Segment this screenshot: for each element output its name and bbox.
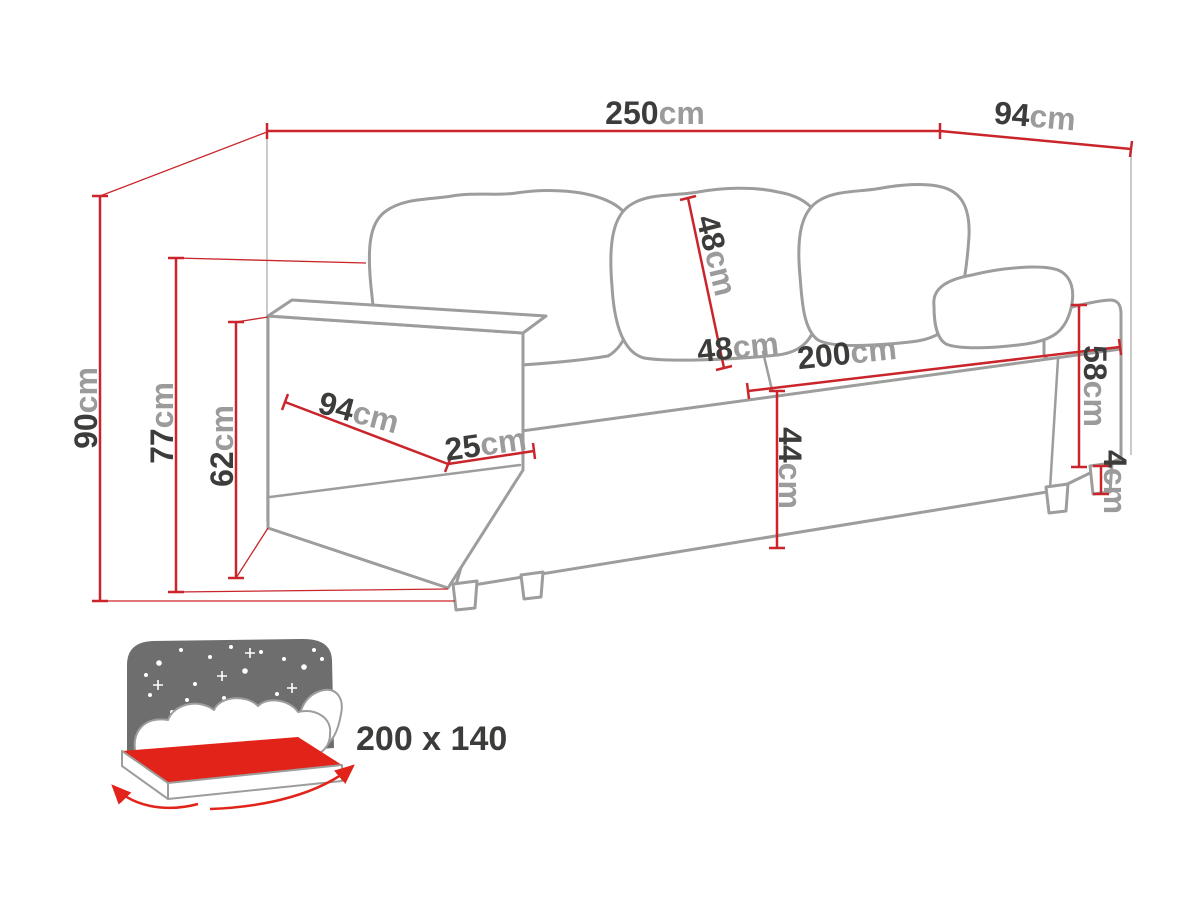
dimension-ticks — [92, 123, 1134, 603]
dim-leg-height: 4cm — [1097, 450, 1133, 514]
dim-side-height: 58cm — [1077, 345, 1113, 427]
dim-backrest-height: 77cm — [144, 382, 180, 464]
line-seat-width — [747, 345, 1121, 393]
dim-total-width: 250cm — [605, 95, 705, 131]
dim-armrest-depth: 94cm — [315, 384, 403, 440]
bed-icon — [111, 638, 355, 811]
dimension-lines — [92, 123, 1134, 603]
bed-size-label: 200 x 140 — [356, 720, 507, 758]
leg-front-right — [1044, 482, 1070, 515]
leg-front-left — [451, 579, 479, 612]
throw-pillow — [932, 265, 1075, 350]
sofa-drawing — [266, 183, 1123, 612]
line-back-cushion-height — [686, 197, 726, 369]
leg-front-left-2 — [519, 570, 545, 601]
dim-total-height: 90cm — [68, 367, 104, 449]
armrest-top — [266, 298, 548, 335]
line-armrest-depth — [284, 400, 449, 466]
line-armrest-width — [447, 449, 535, 466]
armrest-seam — [268, 463, 522, 499]
dim-seat-front-height: 48cm — [695, 325, 780, 369]
seat-split-seam — [761, 350, 774, 392]
dimension-labels: 250cm 94cm 90cm 77cm 62cm 48cm 48cm 200c… — [68, 95, 1133, 514]
back-cushion-right — [797, 183, 971, 347]
dim-seat-height: 44cm — [772, 427, 808, 509]
bed-mattress — [122, 737, 342, 783]
dim-seat-width: 200cm — [795, 330, 898, 376]
dim-armrest-width: 25cm — [442, 421, 528, 468]
line-total-depth — [939, 129, 1132, 151]
body-right-seam — [1048, 357, 1060, 491]
unfold-arrow-right — [209, 764, 355, 811]
dim-armrest-height: 62cm — [204, 405, 240, 487]
dimension-extension-lines — [99, 131, 455, 602]
unfold-arrow-left — [111, 784, 199, 810]
dim-total-depth: 94cm — [993, 95, 1078, 138]
